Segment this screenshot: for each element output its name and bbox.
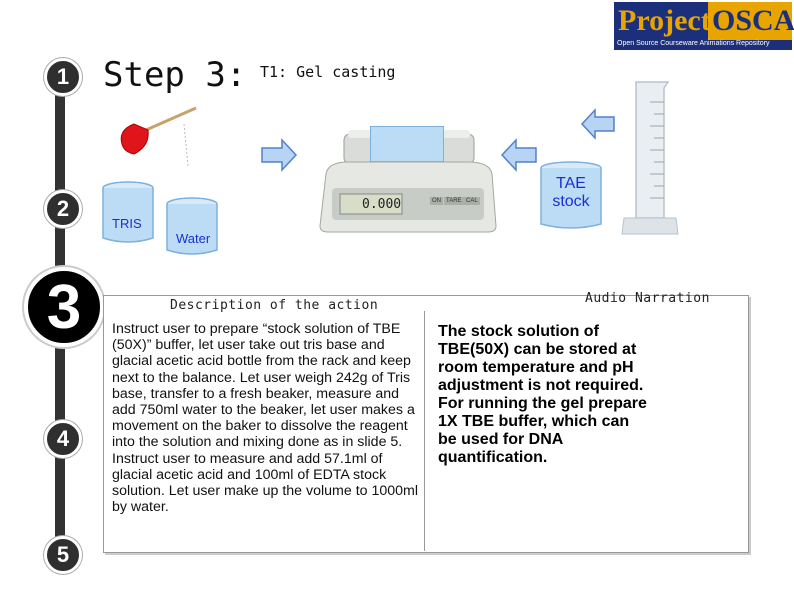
logo-project-text: Project — [618, 4, 711, 37]
measuring-cylinder-icon[interactable] — [614, 78, 680, 238]
step-4-number: 4 — [56, 426, 70, 451]
balance-button-cal[interactable]: CAL — [464, 197, 480, 205]
tae-stock-label-line2: stock — [552, 193, 590, 210]
logo-graphic — [612, 0, 794, 52]
arrow-right-icon — [261, 138, 298, 172]
step-title: Step 3: — [103, 55, 247, 95]
tae-stock-beaker-icon[interactable] — [538, 160, 604, 232]
sample-on-balance — [370, 126, 444, 162]
description-title: Description of the action — [170, 298, 379, 313]
project-oscar-logo: Project OSCAR Open Source Courseware Ani… — [612, 0, 794, 52]
audio-narration-text: The stock solution of TBE(50X) can be st… — [438, 323, 647, 466]
step-1-number: 1 — [56, 64, 70, 89]
panel-divider — [424, 311, 425, 551]
step-3-indicator-active[interactable]: 3 — [24, 267, 104, 347]
step-3-number: 3 — [46, 272, 82, 342]
step-5-number: 5 — [56, 542, 70, 567]
step-1-indicator[interactable]: 1 — [44, 58, 82, 96]
spatula-icon[interactable] — [114, 100, 204, 170]
step-2-number: 2 — [56, 196, 70, 221]
tae-stock-label-line1: TAE — [556, 175, 586, 192]
water-beaker-label: Water — [176, 231, 211, 246]
step-2-indicator[interactable]: 2 — [44, 190, 82, 228]
logo-oscar-text: OSCAR — [712, 4, 794, 37]
description-text: Instruct user to prepare “stock solution… — [112, 321, 418, 516]
arrow-left-icon — [500, 138, 537, 172]
balance-button-tare[interactable]: TARE — [444, 197, 464, 205]
logo-tagline: Open Source Courseware Animations Reposi… — [617, 40, 770, 47]
balance-display-value: 0.000 — [362, 197, 402, 212]
tris-beaker-label: TRIS — [112, 216, 142, 231]
water-beaker-icon[interactable] — [164, 196, 220, 258]
step-4-indicator[interactable]: 4 — [44, 420, 82, 458]
arrow-left-top-icon — [580, 108, 615, 140]
tris-beaker-icon[interactable] — [100, 180, 156, 246]
balance-button-on[interactable]: ON — [430, 197, 443, 205]
description-panel — [103, 295, 749, 553]
step-5-indicator[interactable]: 5 — [44, 536, 82, 574]
task-title: T1: Gel casting — [260, 63, 396, 81]
audio-narration-title: Audio Narration — [585, 291, 710, 306]
